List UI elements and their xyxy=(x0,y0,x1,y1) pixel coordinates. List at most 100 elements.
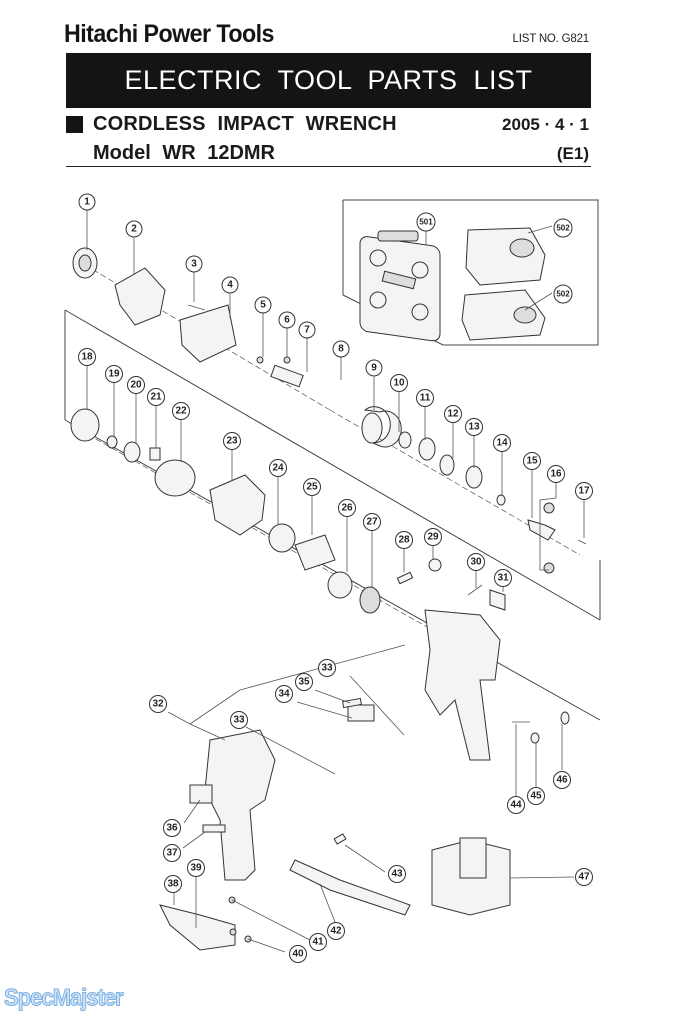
gear-assembly-frame-diagonal xyxy=(64,309,601,621)
svg-text:18: 18 xyxy=(81,352,93,363)
svg-text:44: 44 xyxy=(510,800,522,811)
part-37-label xyxy=(202,824,226,833)
callout-43: 43 xyxy=(388,865,406,883)
callout-44: 44 xyxy=(507,796,525,814)
product-line: CORDLESS IMPACT WRENCH 2005 · 4 · 1 xyxy=(66,113,591,139)
svg-text:24: 24 xyxy=(272,463,284,474)
svg-text:5: 5 xyxy=(260,300,266,311)
part-13-washer xyxy=(465,465,483,489)
part-30-screw xyxy=(467,584,483,596)
callout-25: 25 xyxy=(303,478,321,496)
svg-text:38: 38 xyxy=(167,879,179,890)
callout-14: 14 xyxy=(493,434,511,452)
callout-7: 7 xyxy=(298,321,316,339)
svg-text:502: 502 xyxy=(556,224,570,233)
svg-text:34: 34 xyxy=(278,689,290,700)
callout-36: 36 xyxy=(163,819,181,837)
part-43-pin xyxy=(333,833,347,845)
part-20-bearing xyxy=(123,441,141,463)
part-14-ring xyxy=(496,494,506,506)
callout-21: 21 xyxy=(147,388,165,406)
callout-24: 24 xyxy=(269,459,287,477)
svg-text:12: 12 xyxy=(447,409,459,420)
part-16-gear-2 xyxy=(543,562,555,574)
svg-text:17: 17 xyxy=(578,486,590,497)
svg-text:27: 27 xyxy=(366,517,378,528)
part-10-balls xyxy=(398,431,412,449)
callout-29: 29 xyxy=(424,528,442,546)
charger-1 xyxy=(465,227,546,286)
part-28-terminal xyxy=(396,571,414,585)
part-24-plate xyxy=(268,523,296,553)
part-22-case xyxy=(154,459,196,497)
part-2-cover xyxy=(114,267,166,326)
svg-text:6: 6 xyxy=(284,315,290,326)
callout-28: 28 xyxy=(395,531,413,549)
svg-text:7: 7 xyxy=(304,325,310,336)
svg-text:4: 4 xyxy=(227,280,233,291)
part-17-pin xyxy=(577,539,587,545)
svg-text:37: 37 xyxy=(166,848,178,859)
callout-20: 20 xyxy=(127,376,145,394)
callout-2: 2 xyxy=(125,220,143,238)
part-9-face xyxy=(361,412,383,444)
part-6-ball xyxy=(283,356,291,364)
svg-text:2: 2 xyxy=(131,224,137,235)
part-36-nameplate xyxy=(189,784,213,804)
callout-4: 4 xyxy=(221,276,239,294)
revision-code: (E1) xyxy=(556,144,589,163)
part-4-hammer-case xyxy=(179,304,237,363)
part-15-spindle xyxy=(527,519,556,541)
part-19-washer xyxy=(106,435,118,449)
callout-3: 3 xyxy=(185,255,203,273)
part-42-strap xyxy=(289,859,411,916)
svg-text:11: 11 xyxy=(420,393,431,404)
callout-501: 501 xyxy=(416,212,436,232)
part-5-pin xyxy=(256,356,264,364)
part-39-screw xyxy=(229,928,237,936)
callout-39: 39 xyxy=(187,859,205,877)
callout-35: 35 xyxy=(295,673,313,691)
part-29-cap xyxy=(428,558,442,572)
svg-text:29: 29 xyxy=(427,532,439,543)
callout-47: 47 xyxy=(575,868,593,886)
callout-10: 10 xyxy=(390,374,408,392)
svg-text:19: 19 xyxy=(108,369,120,380)
svg-text:42: 42 xyxy=(330,926,342,937)
callout-33a: 33 xyxy=(230,711,248,729)
svg-text:501: 501 xyxy=(419,218,433,227)
part-16-gear xyxy=(543,502,555,514)
callout-11: 11 xyxy=(416,389,434,407)
svg-text:41: 41 xyxy=(312,937,324,948)
svg-text:39: 39 xyxy=(190,863,202,874)
svg-text:13: 13 xyxy=(468,422,480,433)
svg-text:36: 36 xyxy=(166,823,178,834)
svg-text:33: 33 xyxy=(321,663,333,674)
callout-37: 37 xyxy=(163,844,181,862)
svg-text:30: 30 xyxy=(470,557,482,568)
part-23-motor xyxy=(209,474,266,536)
svg-text:28: 28 xyxy=(398,535,410,546)
callout-38: 38 xyxy=(164,875,182,893)
list-number: LIST NO. G821 xyxy=(512,33,590,45)
part-1-hole xyxy=(78,254,92,272)
callout-18: 18 xyxy=(78,348,96,366)
gear-assembly-frame-diagonal-2 xyxy=(64,419,601,721)
part-46-screw xyxy=(560,711,570,725)
svg-text:26: 26 xyxy=(341,503,353,514)
svg-text:16: 16 xyxy=(550,469,562,480)
callout-13: 13 xyxy=(465,418,483,436)
callout-45: 45 xyxy=(527,787,545,805)
callout-6: 6 xyxy=(278,311,296,329)
part-11-washer xyxy=(418,437,436,461)
product-name: CORDLESS IMPACT WRENCH xyxy=(93,113,397,135)
svg-text:502: 502 xyxy=(556,290,570,299)
part-25-ring xyxy=(294,534,336,571)
svg-text:46: 46 xyxy=(556,775,568,786)
callout-41: 41 xyxy=(309,933,327,951)
assembly-axis-mid xyxy=(79,429,451,641)
callout-27: 27 xyxy=(363,513,381,531)
callout-9: 9 xyxy=(365,359,383,377)
callout-46: 46 xyxy=(553,771,571,789)
